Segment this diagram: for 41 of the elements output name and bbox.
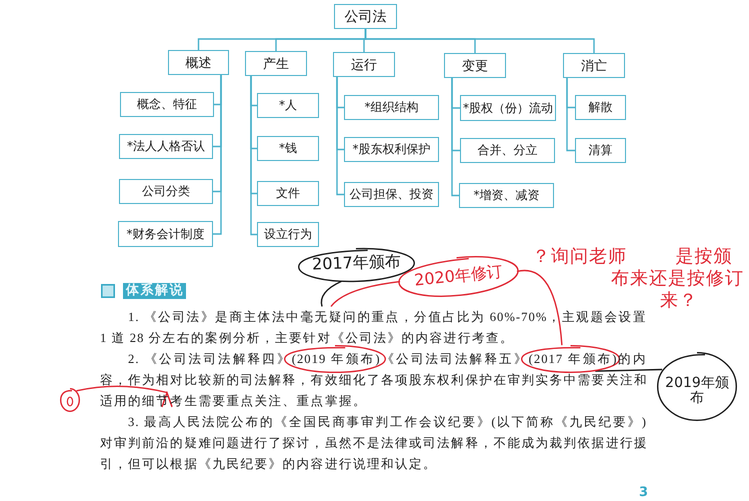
page-number: 3 bbox=[639, 486, 648, 500]
item-box: *股权（份）流动 bbox=[460, 95, 556, 121]
item-box: 清算 bbox=[575, 138, 626, 163]
connector-line bbox=[566, 78, 575, 152]
leader-line bbox=[516, 270, 563, 346]
item-box: *财务会计制度 bbox=[118, 221, 213, 247]
leader-line bbox=[320, 280, 342, 307]
category-box: 运行 bbox=[333, 52, 395, 77]
item-box: *增资、减资 bbox=[459, 183, 554, 208]
section-heading: 体系解说 bbox=[123, 283, 186, 299]
topic-box: 公司法 bbox=[334, 4, 397, 29]
category-box: 变更 bbox=[444, 53, 506, 78]
leader-line bbox=[330, 280, 400, 307]
category-box: 消亡 bbox=[563, 53, 625, 78]
item-box: 解散 bbox=[575, 95, 626, 120]
category-box: 概述 bbox=[168, 50, 229, 75]
leader-line bbox=[595, 368, 662, 372]
item-box: 公司分类 bbox=[119, 179, 213, 204]
item-box: *组织结构 bbox=[344, 95, 439, 120]
item-box: *法人人格否认 bbox=[119, 134, 213, 159]
paragraph: 3. 最高人民法院公布的《全国民商事审判工作会议纪要》(以下简称《九民纪要》)对审判前沿的疑难问题进行了探讨，虽然不是法律或司法解释，不能成为裁判依据进行援引，但可以根据《九民纪要》的内容进行说理和认定。 bbox=[100, 414, 647, 472]
circled-note: 2017年颁布 bbox=[297, 246, 416, 284]
item-box: 合并、分立 bbox=[460, 138, 555, 163]
item-box: *股东权利保护 bbox=[344, 137, 439, 162]
item-box: *钱 bbox=[257, 136, 319, 161]
connector-line bbox=[336, 77, 344, 196]
circled-note: 2019年颁布 bbox=[657, 352, 737, 421]
ring-mark bbox=[284, 345, 386, 373]
connector-line bbox=[364, 29, 595, 53]
connector-line bbox=[451, 78, 459, 196]
item-box: 设立行为 bbox=[257, 222, 319, 247]
item-box: 文件 bbox=[257, 181, 319, 206]
category-box: 产生 bbox=[245, 51, 307, 76]
insertion-mark bbox=[60, 388, 80, 412]
leader-line bbox=[76, 386, 173, 408]
connector-line bbox=[250, 76, 257, 236]
item-box: 公司担保、投资 bbox=[344, 182, 439, 207]
item-box: *人 bbox=[257, 93, 319, 118]
ring-mark bbox=[521, 345, 620, 373]
connector-line bbox=[213, 75, 222, 235]
item-box: 概念、特征 bbox=[120, 92, 214, 117]
